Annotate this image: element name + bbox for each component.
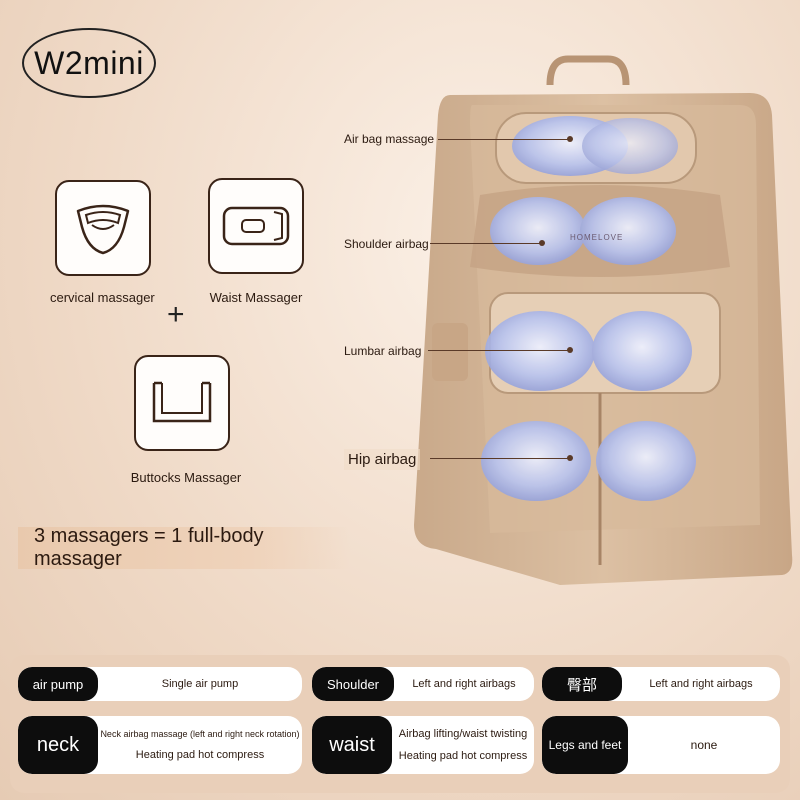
plus-sign: + [167,298,185,331]
callout-line-hip [430,458,570,459]
spec-key-waist: waist [312,716,392,774]
callout-dot-hip [567,455,573,461]
tagline-banner: 3 massagers = 1 full-body massager [18,525,350,570]
spec-value-neck-2: Heating pad hot compress [135,749,265,761]
spec-shoulder: Shoulder Left and right airbags [312,667,534,701]
callout-dot-air-bag [567,136,573,142]
callout-shoulder-airbag: Shoulder airbag [344,237,429,251]
buttocks-massager-icon [134,355,230,451]
spec-value-hip: Left and right airbags [649,678,753,690]
callout-air-bag-massage: Air bag massage [344,132,435,146]
mat-brand-logo: HOMELOVE [570,233,624,242]
massager-mat-illustration: HOMELOVE [410,55,800,600]
spec-value-shoulder: Left and right airbags [412,678,516,690]
spec-legs: Legs and feet none [542,716,780,774]
spec-value-air-pump: Single air pump [161,678,239,690]
callout-lumbar-airbag: Lumbar airbag [344,344,422,358]
spec-value-legs: none [690,738,718,752]
spec-value-waist-1: Airbag lifting/waist twisting [398,728,528,740]
spec-value-neck-1: Neck airbag massage (left and right neck… [100,729,300,739]
spec-hip: 臀部 Left and right airbags [542,667,780,701]
spec-neck: neck Neck airbag massage (left and right… [18,716,302,774]
spec-air-pump: air pump Single air pump [18,667,302,701]
tagline-text: 3 massagers = 1 full-body massager [34,525,264,570]
spec-key-hip: 臀部 [542,667,622,701]
cervical-massager-label: cervical massager [50,290,155,305]
spec-waist: waist Airbag lifting/waist twisting Heat… [312,716,534,774]
waist-massager-label: Waist Massager [209,290,303,305]
callout-line-air-bag [438,139,570,140]
callout-dot-shoulder [539,240,545,246]
callout-dot-lumbar [567,347,573,353]
spec-key-neck: neck [18,716,98,774]
waist-massager-icon [208,178,304,274]
spec-key-air-pump: air pump [18,667,98,701]
buttocks-massager-label: Buttocks Massager [130,470,242,485]
callout-line-lumbar [428,350,570,351]
spec-key-legs: Legs and feet [542,716,628,774]
model-badge: W2mini [22,28,156,98]
callout-hip-airbag: Hip airbag [344,449,421,470]
spec-value-waist-2: Heating pad hot compress [398,750,528,762]
spec-key-shoulder: Shoulder [312,667,394,701]
cervical-massager-icon [55,180,151,276]
callout-line-shoulder [430,243,542,244]
